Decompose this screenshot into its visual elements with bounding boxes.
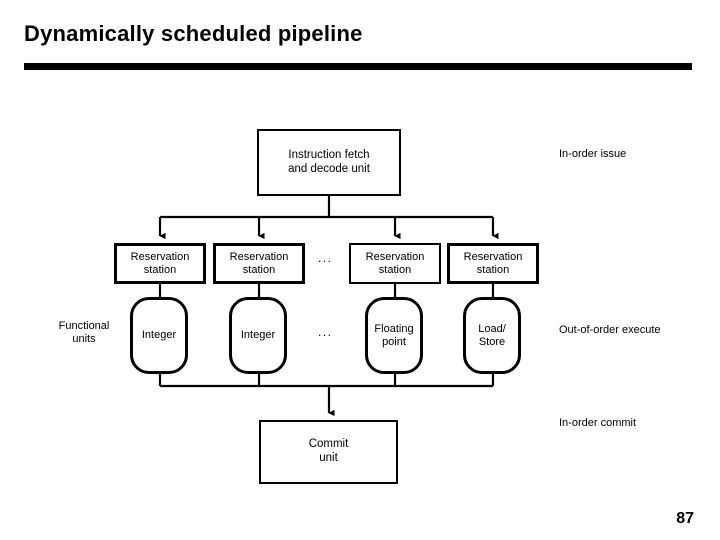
reservation-station-4-label: Reservation station (463, 250, 523, 276)
reservation-station-3-label: Reservation station (365, 250, 425, 276)
commit-unit: Commit unit (259, 420, 398, 484)
functional-unit-load-store: Load/ Store (463, 297, 521, 374)
reservation-station-1-label: Reservation station (130, 250, 190, 276)
commit-bus (158, 373, 495, 417)
functional-unit-integer-1-label: Integer (141, 329, 177, 342)
reservation-stations-ellipsis: ... (318, 251, 333, 265)
caption-in-order-commit: In-order commit (559, 417, 637, 429)
issue-bus (158, 196, 499, 240)
reservation-station-2-label: Reservation station (229, 250, 289, 276)
functional-units-ellipsis: ... (318, 325, 333, 339)
station-to-unit-links (158, 284, 495, 298)
title-divider (24, 63, 692, 70)
instruction-fetch-decode-unit: Instruction fetch and decode unit (257, 129, 401, 196)
caption-out-of-order-execute: Out-of-order execute (559, 324, 661, 336)
caption-functional-units: Functional units (58, 320, 110, 346)
functional-unit-integer-2-label: Integer (240, 329, 276, 342)
functional-unit-floating-point: Floating point (365, 297, 423, 374)
functional-unit-integer-1: Integer (130, 297, 188, 374)
reservation-station-3: Reservation station (349, 243, 441, 284)
reservation-station-1: Reservation station (114, 243, 206, 284)
commit-unit-label: Commit unit (308, 438, 349, 464)
reservation-station-4: Reservation station (447, 243, 539, 284)
functional-unit-floating-point-label: Floating point (374, 322, 414, 348)
functional-unit-integer-2: Integer (229, 297, 287, 374)
page-number: 87 (676, 510, 694, 527)
functional-unit-load-store-label: Load/ Store (478, 322, 506, 348)
reservation-station-2: Reservation station (213, 243, 305, 284)
caption-in-order-issue: In-order issue (559, 148, 627, 160)
page-title: Dynamically scheduled pipeline (24, 21, 363, 46)
instruction-fetch-decode-unit-label: Instruction fetch and decode unit (288, 148, 370, 175)
